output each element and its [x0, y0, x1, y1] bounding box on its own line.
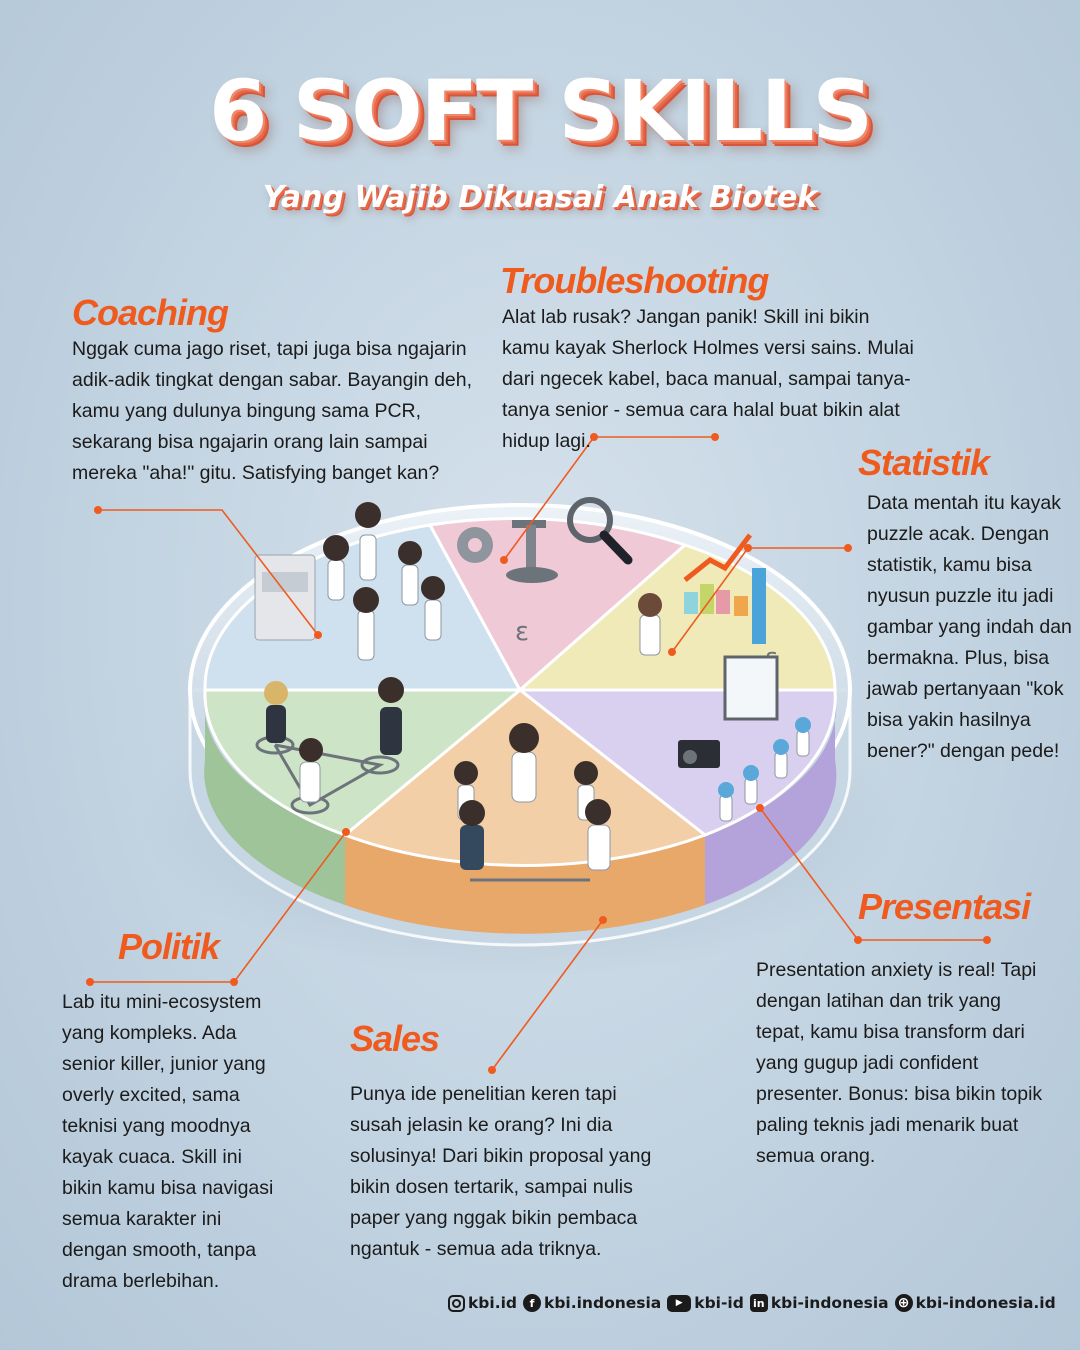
presentasi-heading: Presentasi: [858, 886, 1031, 927]
youtube-icon: ▶: [667, 1294, 692, 1312]
social-footer: kbi.id f kbi.indonesia ▶ kbi-id in kbi-i…: [448, 1290, 1056, 1316]
website-url: kbi-indonesia.id: [915, 1294, 1056, 1312]
linkedin-handle: kbi-indonesia: [770, 1294, 889, 1312]
instagram-icon: [448, 1294, 465, 1312]
sales-description: Punya ide penelitian keren tapi susah je…: [350, 1083, 652, 1260]
politik-heading: Politik: [118, 926, 220, 967]
troubleshooting-heading: Troubleshooting: [500, 260, 769, 301]
linkedin-icon: in: [749, 1294, 768, 1312]
page-title: 6 SOFT SKILLS: [209, 62, 873, 160]
youtube-handle: kbi-id: [694, 1294, 744, 1312]
segment-troubleshooting: [427, 517, 688, 693]
statistik-description: Data mentah itu kayak puzzle acak. Denga…: [867, 492, 1072, 762]
youtube-link[interactable]: ▶ kbi-id: [667, 1294, 744, 1312]
presentasi-description: Presentation anxiety is real! Tapi denga…: [756, 959, 1043, 1167]
instagram-link[interactable]: kbi.id: [448, 1294, 517, 1312]
facebook-link[interactable]: f kbi.indonesia: [523, 1294, 661, 1312]
politik-description: Lab itu mini-ecosystem yang kompleks. Ad…: [62, 991, 274, 1292]
facebook-icon: f: [523, 1294, 542, 1312]
svg-text:ε: ε: [515, 617, 529, 647]
page-subtitle: Yang Wajib Dikuasai Anak Biotek: [262, 180, 818, 215]
facebook-handle: kbi.indonesia: [544, 1294, 662, 1312]
politik-scene: [255, 677, 404, 815]
sales-heading: Sales: [350, 1018, 440, 1059]
website-link[interactable]: ⊕ kbi-indonesia.id: [894, 1294, 1056, 1312]
leader-dots: [86, 433, 991, 1074]
coaching-scene: [254, 502, 445, 661]
presentasi-scene: [678, 655, 811, 822]
troubleshooting-description: Alat lab rusak? Jangan panik! Skill ini …: [502, 306, 914, 452]
globe-icon: ⊕: [894, 1294, 913, 1312]
coaching-description: Nggak cuma jago riset, tapi juga bisa ng…: [72, 338, 473, 484]
statistik-scene: ε: [638, 533, 778, 671]
linkedin-link[interactable]: in kbi-indonesia: [749, 1294, 889, 1312]
sales-scene: [454, 723, 611, 882]
statistik-heading: Statistik: [858, 442, 990, 483]
troubleshooting-scene: ε: [457, 497, 633, 647]
instagram-handle: kbi.id: [468, 1294, 518, 1312]
coaching-heading: Coaching: [72, 292, 229, 333]
